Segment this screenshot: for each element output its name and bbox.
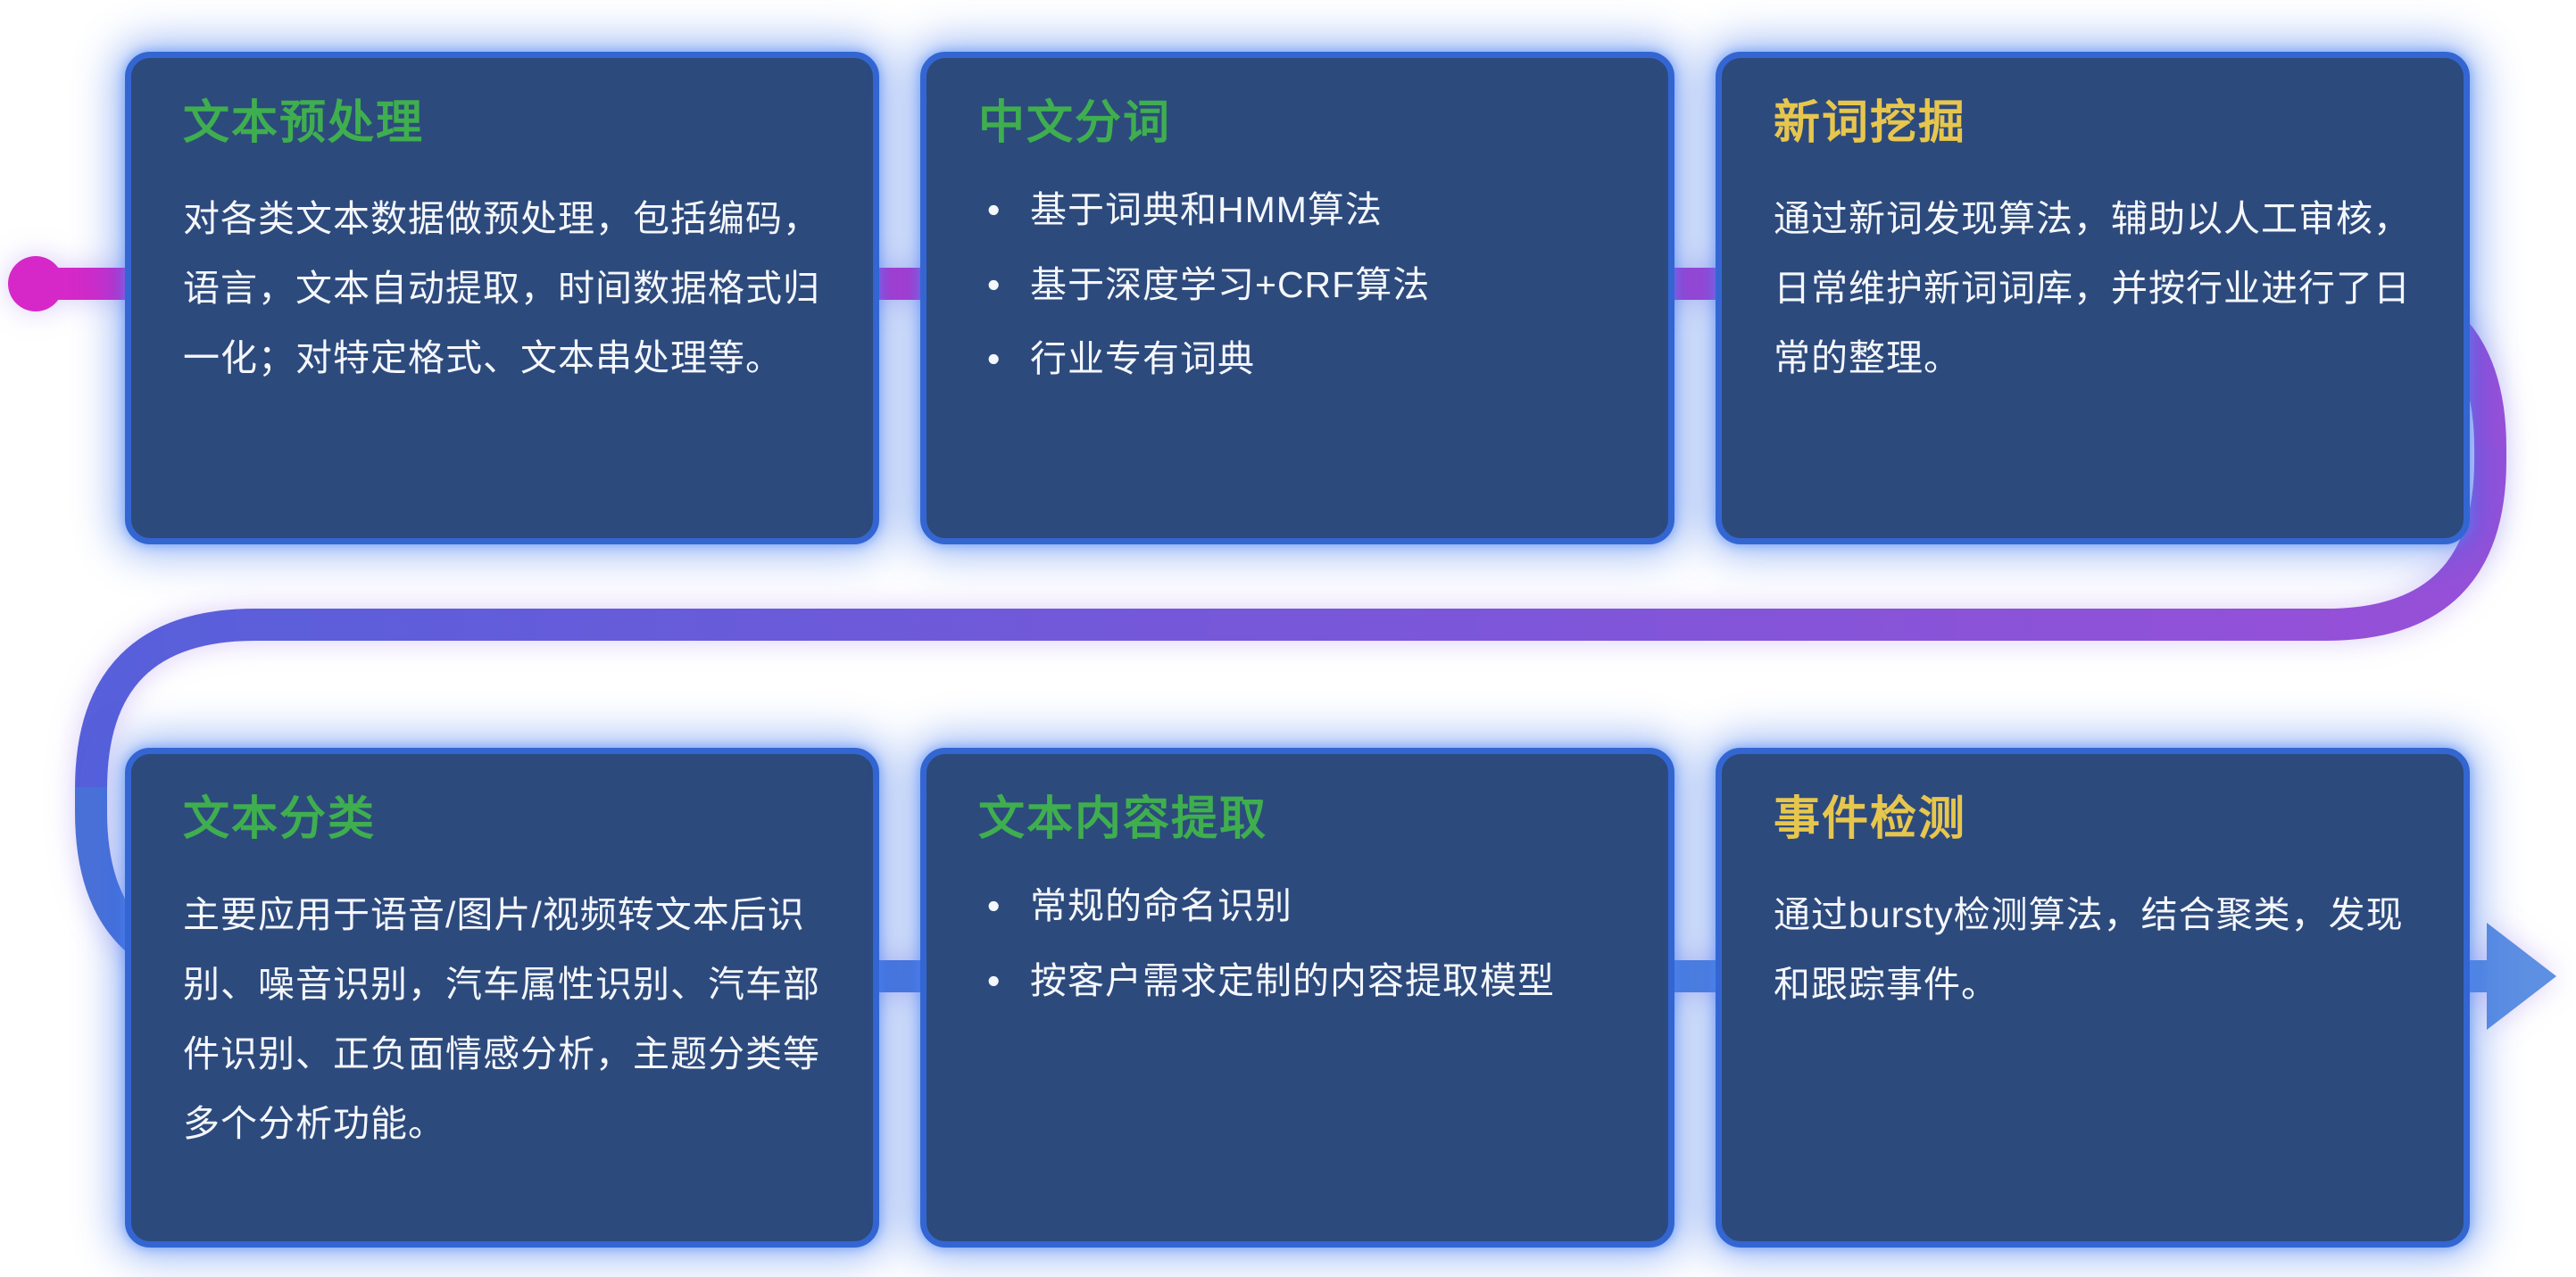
bullet-item: 基于深度学习+CRF算法: [978, 260, 1616, 311]
card-title: 文本内容提取: [978, 793, 1268, 845]
bullet-item: 行业专有词典: [978, 334, 1616, 386]
card-chinese-word-segmentation: 中文分词 基于词典和HMM算法 基于深度学习+CRF算法 行业专有词典: [920, 52, 1674, 544]
card-event-detection: 事件检测 通过bursty检测算法，结合聚类，发现和跟踪事件。: [1716, 748, 2470, 1248]
card-text-content-extraction: 文本内容提取 常规的命名识别 按客户需求定制的内容提取模型: [920, 748, 1674, 1248]
pipe-segment-middle: [75, 446, 2506, 798]
card-text-classification: 文本分类 主要应用于语音/图片/视频转文本后识别、噪音识别，汽车属性识别、汽车部…: [125, 748, 879, 1248]
pipe-start-dot: [8, 256, 63, 311]
card-title: 事件检测: [1774, 793, 1967, 845]
card-text-preprocessing: 文本预处理 对各类文本数据做预处理，包括编码，语言，文本自动提取，时间数据格式归…: [125, 52, 879, 544]
card-new-word-mining: 新词挖掘 通过新词发现算法，辅助以人工审核，日常维护新词词库，并按行业进行了日常…: [1716, 52, 2470, 544]
bullet-item: 基于词典和HMM算法: [978, 185, 1616, 236]
card-body: 通过bursty检测算法，结合聚类，发现和跟踪事件。: [1774, 894, 2404, 1006]
card-bullet-list: 常规的命名识别 按客户需求定制的内容提取模型: [978, 881, 1616, 1007]
card-title: 文本预处理: [183, 97, 425, 149]
card-body: 对各类文本数据做预处理，包括编码，语言，文本自动提取，时间数据格式归一化；对特定…: [183, 198, 820, 379]
card-body: 通过新词发现算法，辅助以人工审核，日常维护新词词库，并按行业进行了日常的整理。: [1774, 198, 2411, 379]
card-title: 新词挖掘: [1774, 97, 1967, 149]
card-title: 文本分类: [183, 793, 377, 845]
card-body: 主要应用于语音/图片/视频转文本后识别、噪音识别，汽车属性识别、汽车部件识别、正…: [183, 894, 820, 1145]
bullet-item: 常规的命名识别: [978, 881, 1616, 933]
arrow-head-icon: [2487, 923, 2556, 1030]
card-title: 中文分词: [978, 97, 1172, 149]
bullet-item: 按客户需求定制的内容提取模型: [978, 956, 1616, 1008]
card-bullet-list: 基于词典和HMM算法 基于深度学习+CRF算法 行业专有词典: [978, 185, 1616, 386]
